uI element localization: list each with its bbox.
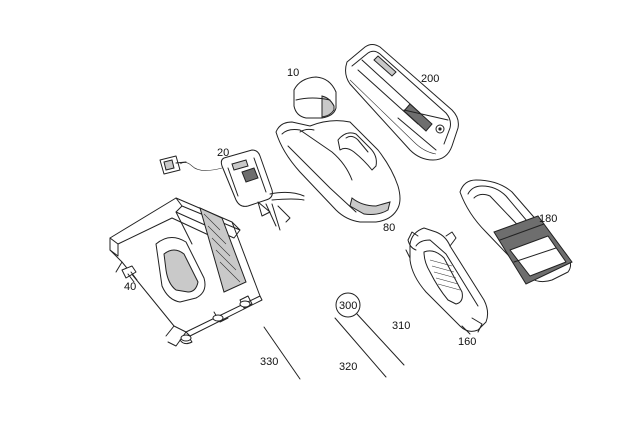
label-300: 300: [339, 300, 357, 312]
part-160-holster: [405, 227, 489, 335]
label-10: 10: [287, 67, 299, 79]
part-200-handset: [345, 44, 459, 161]
label-160: 160: [458, 336, 476, 348]
part-320-rod: [334, 317, 387, 378]
part-330-rod: [263, 326, 301, 380]
part-80-cradle: [275, 120, 401, 223]
part-300-disc: [335, 292, 361, 318]
label-200: 200: [421, 73, 439, 85]
part-20-adapter: [159, 149, 305, 231]
label-40: 40: [124, 281, 136, 293]
part-40-screw: [121, 265, 138, 283]
part-10-cap: [293, 76, 337, 119]
part-310-rod: [356, 313, 405, 366]
part-180-sleeve: [459, 179, 573, 285]
label-180: 180: [539, 213, 557, 225]
label-20: 20: [217, 147, 229, 159]
label-80: 80: [383, 222, 395, 234]
label-330: 330: [260, 356, 278, 368]
part-40-wall-bracket: [109, 197, 263, 347]
label-320: 320: [339, 361, 357, 373]
label-310: 310: [392, 320, 410, 332]
